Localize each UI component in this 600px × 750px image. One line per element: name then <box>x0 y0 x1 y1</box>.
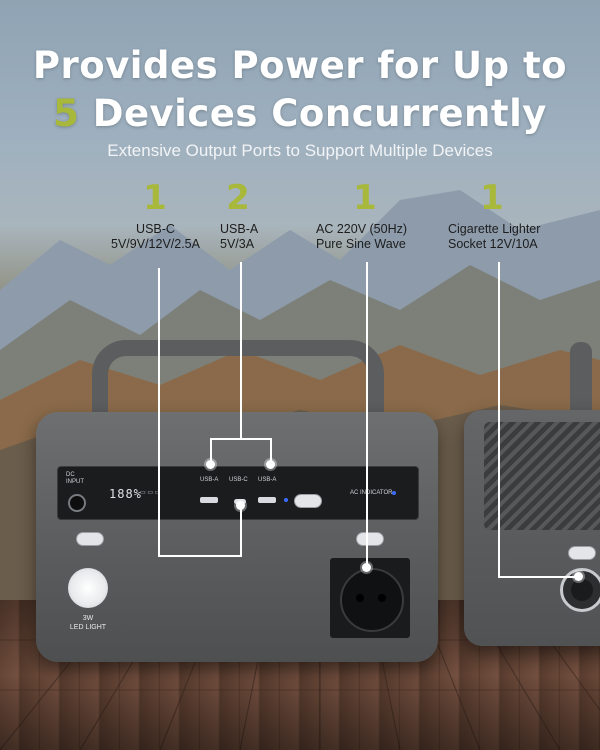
ac-label-type: AC 220V (50Hz) <box>316 222 408 236</box>
usb-a-1-callout-dot <box>206 460 215 469</box>
cigarette-label-type: Cigarette Lighter <box>448 222 541 236</box>
ac-label-spec: Pure Sine Wave <box>316 237 406 251</box>
usb-c-port-label: USB-C <box>229 477 248 483</box>
led-light-lamp <box>68 568 108 608</box>
indicator-icons: ▭ ▭ ▭ <box>140 490 161 496</box>
usb-a-label-type: USB-A <box>220 222 259 236</box>
ac-outlet-pin-right <box>378 594 386 602</box>
usb-a-callout-vertical <box>240 262 242 440</box>
ac-callout-dot <box>362 563 371 572</box>
usb-a-callout-right-leg <box>270 438 272 464</box>
second-unit-grill <box>484 422 600 530</box>
ac-outlet-pin-left <box>356 594 364 602</box>
ac-indicator-led <box>392 491 396 495</box>
cigarette-callout-dot <box>574 572 583 581</box>
cigarette-label: Cigarette Lighter Socket 12V/10A <box>448 222 540 252</box>
usb-a-callout-left-leg <box>210 438 212 464</box>
usb-power-button <box>294 494 322 508</box>
ac-indicator-label: AC INDICATOR <box>350 490 393 496</box>
led-light-text: LED LIGHT <box>69 624 107 631</box>
usb-a-1-port <box>200 497 218 503</box>
usb-a-2-callout-dot <box>266 460 275 469</box>
usb-c-label-spec: 5V/9V/12V/2.5A <box>111 237 200 251</box>
headline-line1: Provides Power for Up to <box>32 44 568 87</box>
second-unit-button <box>568 546 596 560</box>
control-panel <box>57 466 419 520</box>
usb-a-count: 2 <box>226 178 250 218</box>
device-count: 5 <box>53 92 80 135</box>
usb-c-count: 1 <box>143 178 167 218</box>
headline-line2-text: Devices Concurrently <box>79 92 547 135</box>
led-light-label: 3W LED LIGHT <box>62 614 114 632</box>
led-light-power: 3W <box>82 615 94 622</box>
cigarette-callout-horizontal <box>498 576 578 578</box>
cigarette-callout-vertical <box>498 262 500 578</box>
usb-a-2-port <box>258 497 276 503</box>
usb-c-label: USB-C 5V/9V/12V/2.5A <box>108 222 203 252</box>
ac-count: 1 <box>353 178 377 218</box>
second-unit-handle <box>570 342 592 418</box>
usb-c-callout-riser <box>240 506 242 557</box>
ac-power-button <box>356 532 384 546</box>
usb-indicator-led <box>284 498 288 502</box>
usb-a-label: USB-A 5V/3A <box>220 222 258 252</box>
usb-a-1-label: USB-A <box>200 477 219 483</box>
ac-label: AC 220V (50Hz) Pure Sine Wave <box>316 222 407 252</box>
usb-a-callout-bracket <box>210 438 272 440</box>
headline-line2: 5 Devices Concurrently <box>0 92 600 135</box>
usb-c-callout-horizontal <box>158 555 242 557</box>
dc-input-port <box>68 494 86 512</box>
cigarette-count: 1 <box>480 178 504 218</box>
cigarette-label-spec: Socket 12V/10A <box>448 237 538 251</box>
carry-handle <box>92 340 384 420</box>
ac-callout-vertical <box>366 262 368 568</box>
usb-c-callout-vertical <box>158 268 160 556</box>
usb-a-2-label: USB-A <box>258 477 277 483</box>
usb-a-label-spec: 5V/3A <box>220 237 255 251</box>
ac-outlet <box>340 568 404 632</box>
battery-display: 188% <box>109 487 142 501</box>
usb-c-callout-dot <box>236 501 245 510</box>
dc-input-label: DC INPUT <box>66 472 84 485</box>
cigarette-lighter-inner <box>571 579 593 601</box>
usb-c-label-type: USB-C <box>136 222 175 236</box>
subtitle: Extensive Output Ports to Support Multip… <box>107 141 493 160</box>
light-button <box>76 532 104 546</box>
